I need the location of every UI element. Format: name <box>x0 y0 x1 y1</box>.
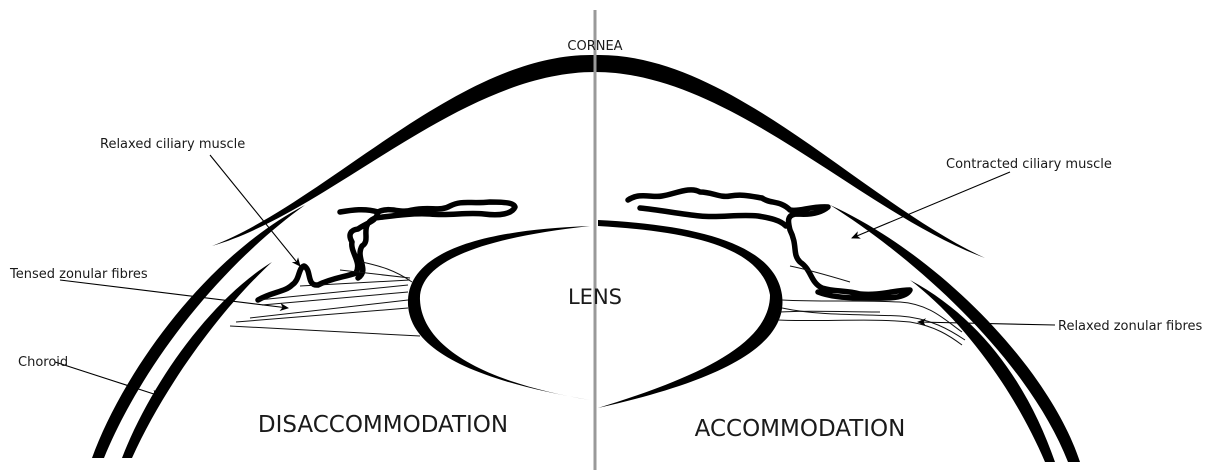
label-relaxed-zonular-fibres: Relaxed zonular fibres <box>1058 319 1203 334</box>
label-contracted-ciliary-muscle: Contracted ciliary muscle <box>946 157 1112 172</box>
tensed-zonular-fibres-arrow <box>60 280 288 308</box>
ciliary-muscle-left <box>258 202 515 300</box>
label-disaccommodation: DISACCOMMODATION <box>258 412 508 438</box>
ciliary-muscle-right-inner <box>640 208 786 226</box>
choroid-wall-right <box>910 280 1055 462</box>
label-lens: LENS <box>568 285 622 309</box>
label-tensed-zonular-fibres: Tensed zonular fibres <box>9 267 148 282</box>
ciliary-muscle-left-top <box>340 210 378 212</box>
lens-right-half <box>598 220 782 408</box>
label-cornea: CORNEA <box>567 39 622 54</box>
label-accommodation: ACCOMMODATION <box>695 416 906 442</box>
label-choroid: Choroid <box>18 355 68 370</box>
lens-left-half <box>408 226 590 400</box>
label-relaxed-ciliary-muscle: Relaxed ciliary muscle <box>100 137 245 152</box>
contracted-ciliary-muscle-arrow <box>852 172 1010 238</box>
